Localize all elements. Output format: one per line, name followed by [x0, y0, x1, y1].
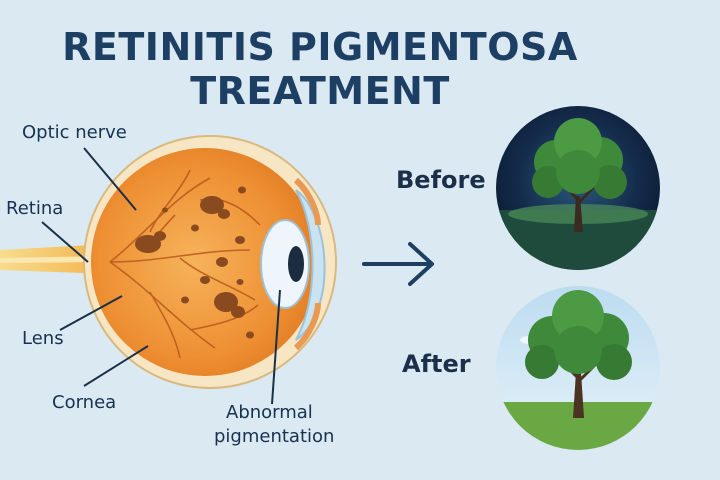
after-image	[496, 286, 660, 450]
label-before: Before	[396, 166, 486, 194]
tree-icon	[525, 290, 632, 418]
label-optic-nerve: Optic nerve	[22, 122, 127, 143]
pupil	[288, 246, 304, 282]
tree-icon	[532, 118, 627, 232]
cornea	[295, 189, 326, 341]
label-retina: Retina	[6, 198, 64, 219]
lens-shape	[260, 219, 310, 309]
eyeball	[83, 135, 337, 389]
label-pigmentation: pigmentation	[214, 426, 335, 447]
page-title-line-2: TREATMENT	[190, 69, 450, 113]
label-cornea: Cornea	[52, 392, 117, 413]
label-lens: Lens	[22, 328, 64, 349]
label-abnormal: Abnormal	[226, 402, 313, 423]
pigment-spots	[135, 186, 254, 339]
leader-lines	[41, 147, 281, 405]
before-image	[496, 106, 660, 270]
right-arrow-icon	[362, 242, 434, 286]
label-after: After	[402, 350, 471, 378]
page-title-line-1: RETINITIS PIGMENTOSA	[62, 25, 578, 69]
